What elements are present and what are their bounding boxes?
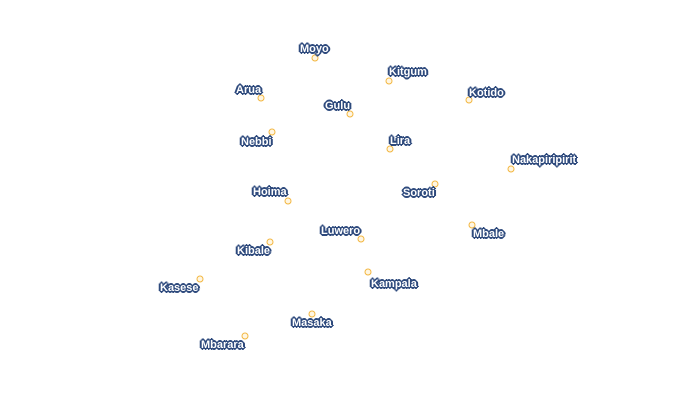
city-marker-masaka[interactable] xyxy=(308,310,316,318)
city-label-moyo: Moyo xyxy=(300,43,329,55)
city-marker-soroti[interactable] xyxy=(431,180,439,188)
city-label-lira: Lira xyxy=(390,135,411,147)
city-label-kitgum: Kitgum xyxy=(389,66,427,78)
city-marker-kotido[interactable] xyxy=(465,96,473,104)
city-marker-mbarara[interactable] xyxy=(241,332,249,340)
city-marker-nebbi[interactable] xyxy=(268,128,276,136)
city-marker-moyo[interactable] xyxy=(311,54,319,62)
city-label-kampala: Kampala xyxy=(371,278,417,290)
city-marker-arua[interactable] xyxy=(257,94,265,102)
city-marker-lira[interactable] xyxy=(386,145,394,153)
city-label-kibale: Kibale xyxy=(237,245,271,257)
city-marker-luwero[interactable] xyxy=(357,235,365,243)
city-label-luwero: Luwero xyxy=(321,225,361,237)
city-label-mbale: Mbale xyxy=(473,228,505,240)
city-marker-nakapiripirit[interactable] xyxy=(507,165,515,173)
city-label-kotido: Kotido xyxy=(469,87,504,99)
city-marker-kasese[interactable] xyxy=(196,275,204,283)
city-marker-kibale[interactable] xyxy=(266,238,274,246)
city-marker-mbale[interactable] xyxy=(468,221,476,229)
city-label-kasese: Kasese xyxy=(160,282,199,294)
city-label-masaka: Masaka xyxy=(292,317,332,329)
city-label-hoima: Hoima xyxy=(253,186,287,198)
city-label-mbarara: Mbarara xyxy=(201,339,244,351)
city-marker-hoima[interactable] xyxy=(284,197,292,205)
city-label-gulu: Gulu xyxy=(325,100,351,112)
city-marker-gulu[interactable] xyxy=(346,110,354,118)
city-label-arua: Arua xyxy=(236,84,262,96)
city-marker-kitgum[interactable] xyxy=(385,77,393,85)
city-label-nakapiripirit: Nakapiripirit xyxy=(512,154,577,166)
city-marker-kampala[interactable] xyxy=(364,268,372,276)
city-label-nebbi: Nebbi xyxy=(241,136,272,148)
city-label-soroti: Soroti xyxy=(403,187,435,199)
